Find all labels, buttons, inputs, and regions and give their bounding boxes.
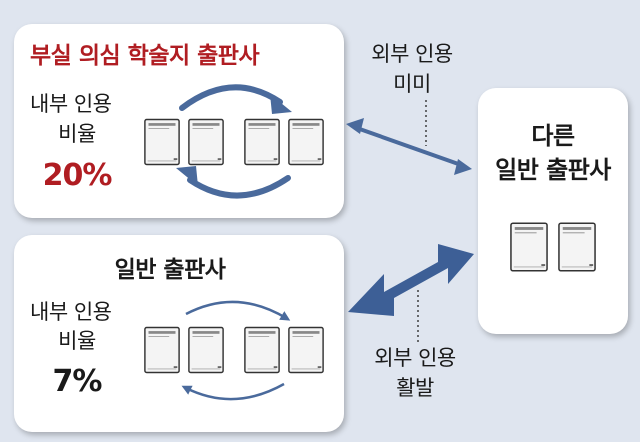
arc-arrow-bottom [187,175,291,199]
arc-arrow-bottom-thin [181,382,285,401]
arrowhead-icon [454,159,472,175]
external-bottom-line2: 활발 [396,376,434,400]
book-icon [144,326,180,374]
bottom-books [144,326,324,374]
bottom-panel-title: 일반 출판사 [114,257,226,283]
double-arrow-icon [348,244,474,316]
right-panel-title-line2: 일반 출판사 [495,156,611,184]
book-icon [244,326,280,374]
top-panel-label-line1: 내부 인용 [30,92,112,116]
panel-other-general-publisher [478,88,628,334]
arc-arrow-top-thin [185,300,291,321]
arrowhead-icon [270,94,292,114]
top-panel-percent: 20% [42,158,113,193]
book-icon [288,326,324,374]
external-top-line2: 미미 [393,72,431,96]
book-icon [510,222,548,272]
bottom-panel-percent: 7% [52,364,103,399]
external-bottom-line1: 외부 인용 [374,346,456,370]
book-icon [144,118,180,166]
top-cycle-arrows [176,84,292,199]
bottom-panel-label-line1: 내부 인용 [30,300,112,324]
top-panel-title: 부실 의심 학술지 출판사 [30,43,260,69]
book-icon [188,326,224,374]
book-icon [188,118,224,166]
strong-external-arrow [348,244,474,316]
top-books [144,118,324,166]
right-panel-title-line1: 다른 [531,122,575,150]
bottom-panel-label-line2: 비율 [58,329,96,353]
book-icon [288,118,324,166]
arrowhead-icon [346,118,364,134]
book-icon [558,222,596,272]
weak-external-arrow [346,118,472,175]
top-panel-label-line2: 비율 [58,122,96,146]
external-top-line1: 외부 인용 [371,42,453,66]
arrowhead-icon [176,166,198,186]
book-icon [244,118,280,166]
right-books [510,222,596,272]
arc-arrow-top [179,84,283,111]
bottom-cycle-arrows [181,300,291,401]
